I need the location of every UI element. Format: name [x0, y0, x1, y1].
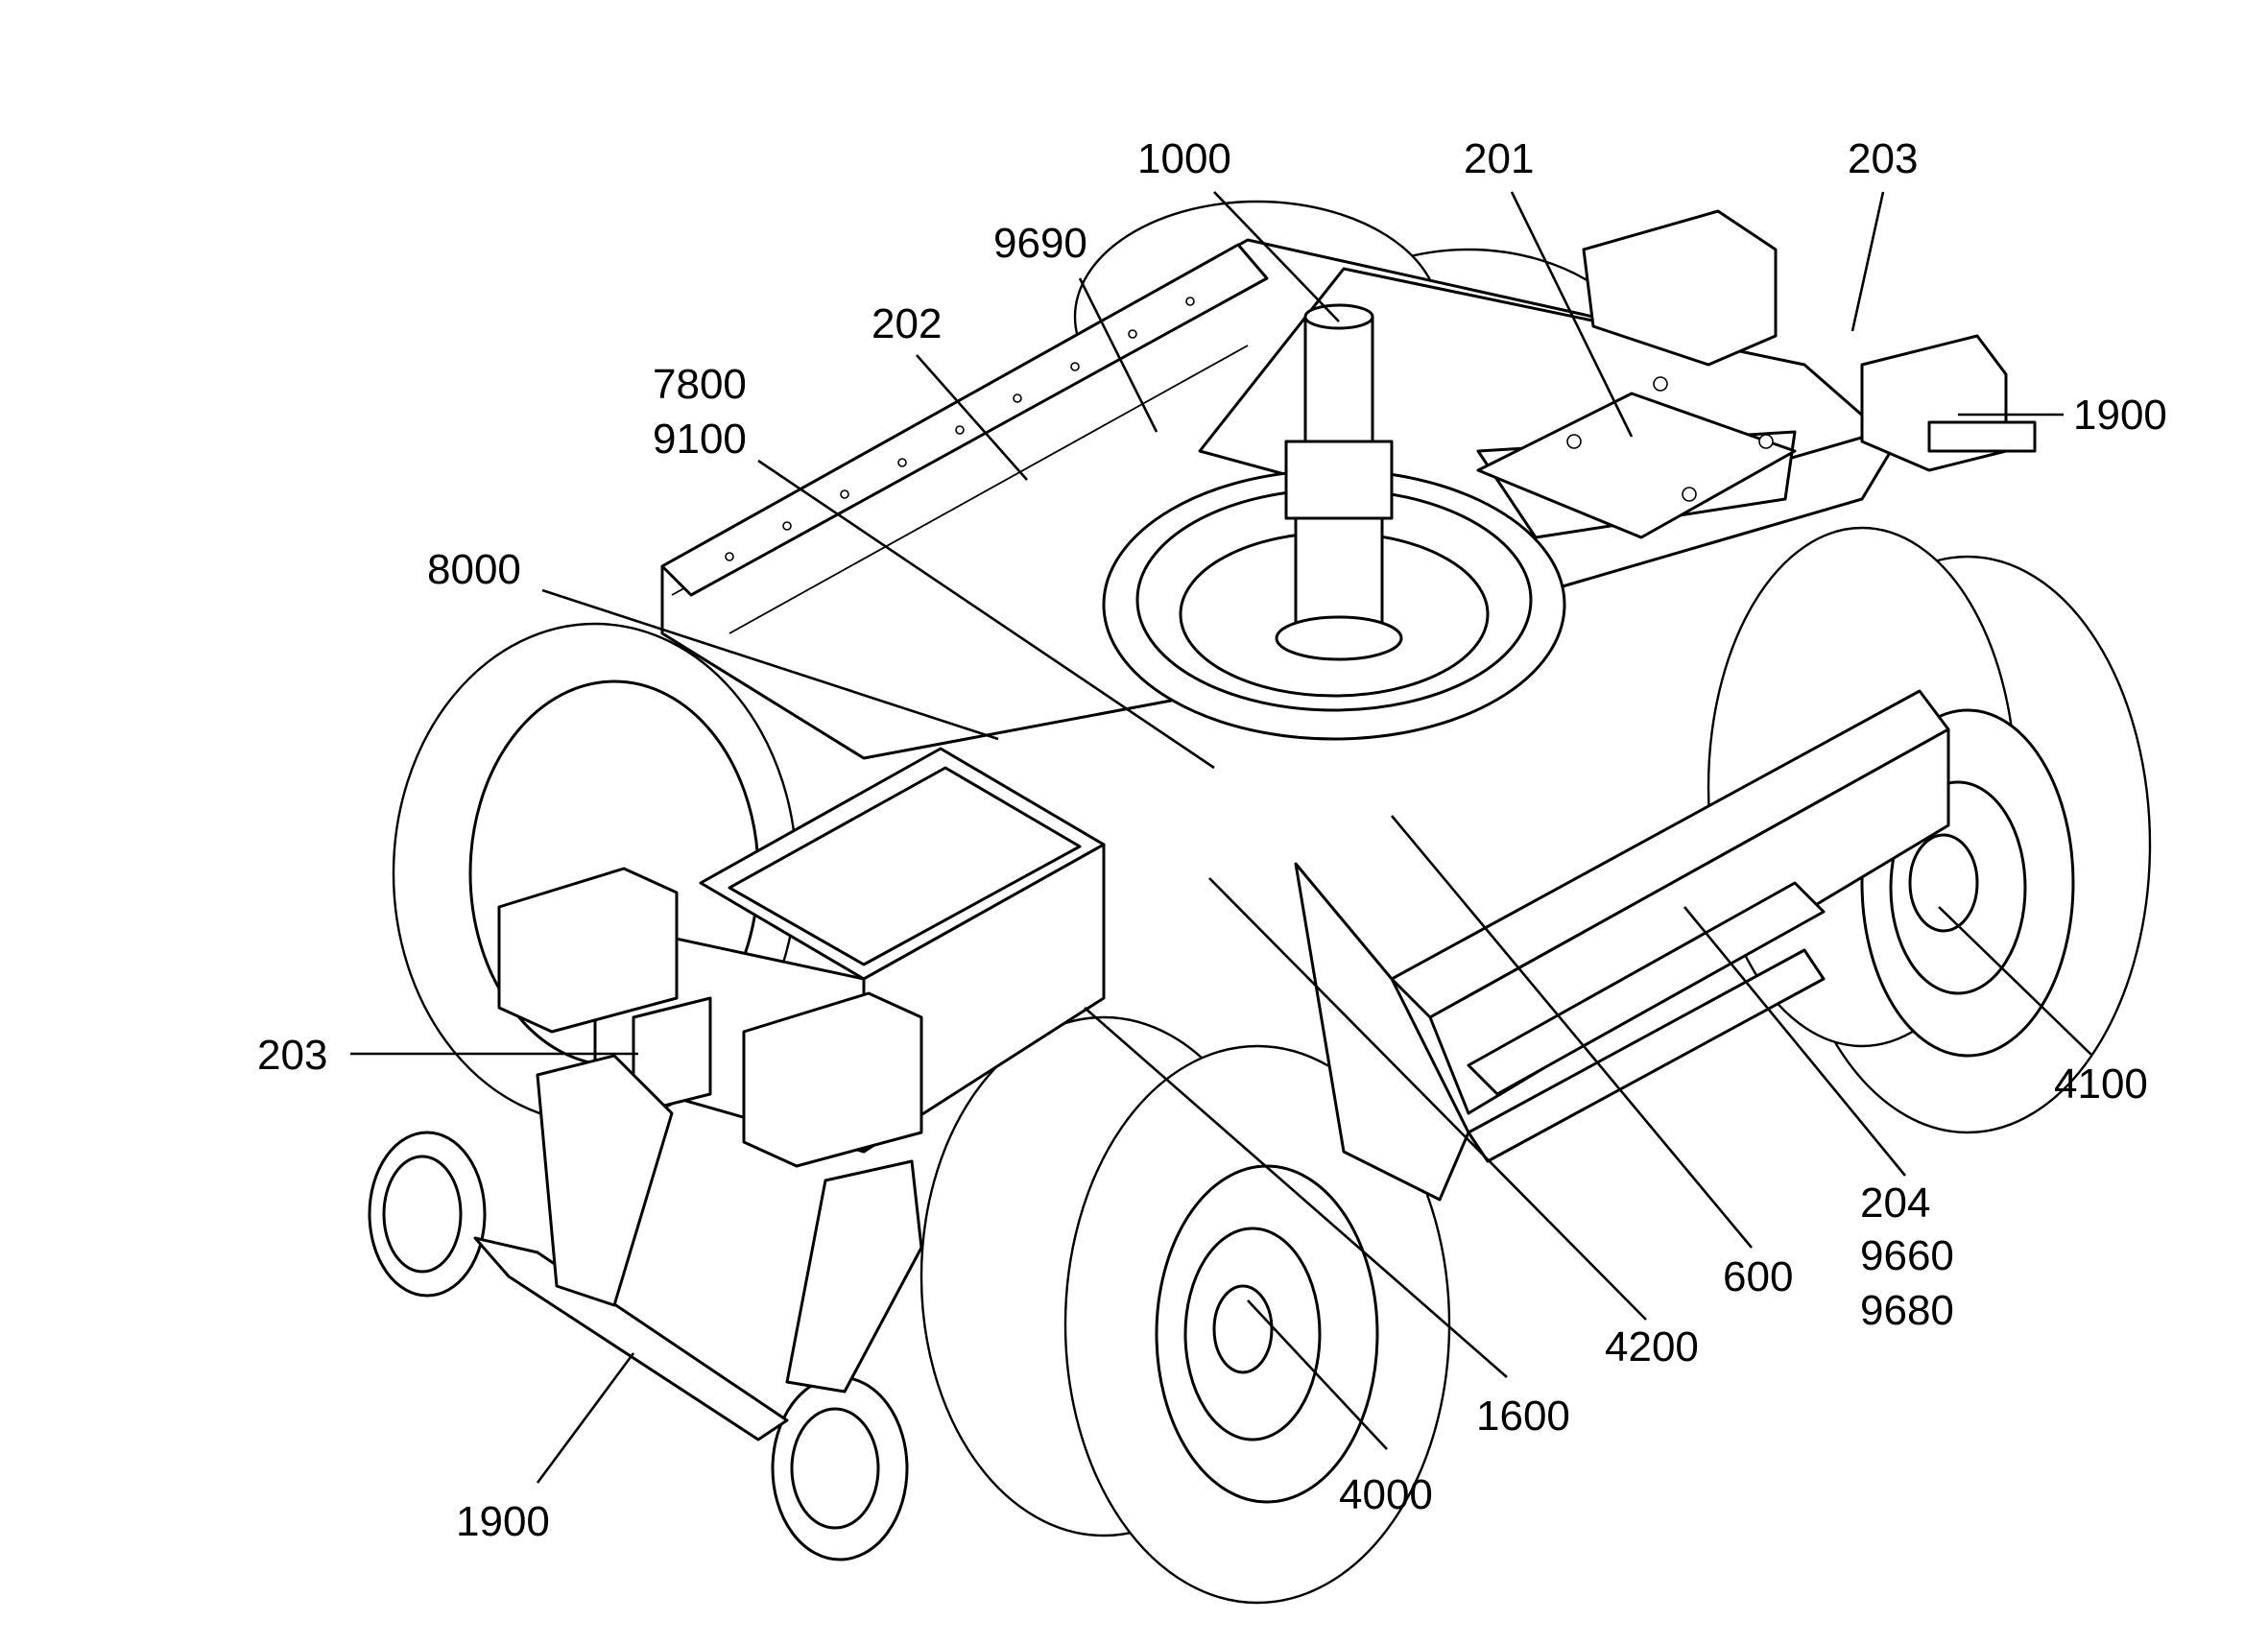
- label-4200: 4200: [1605, 1323, 1699, 1370]
- label-9690: 9690: [993, 220, 1087, 267]
- leader-lines: [350, 191, 2093, 1484]
- rear-rail-bracket: [1582, 209, 2037, 472]
- leader-9690: [1078, 277, 1158, 433]
- front-left-brackets: [497, 867, 923, 1168]
- top-plate-201: [1476, 376, 1797, 539]
- leader-8000: [541, 588, 999, 741]
- leader-7800-9100: [757, 459, 1215, 770]
- label-1000: 1000: [1137, 135, 1231, 182]
- label-9660: 9660: [1860, 1232, 1954, 1279]
- front-wheel-4000: [919, 1015, 1451, 1605]
- leader-204: [1683, 906, 1907, 1177]
- label-7800: 7800: [653, 361, 747, 408]
- label-9680: 9680: [1860, 1287, 1954, 1334]
- leader-600: [1391, 815, 1753, 1249]
- label-201: 201: [1464, 135, 1534, 182]
- label-203-left: 203: [257, 1032, 327, 1079]
- central-column: [1275, 303, 1403, 661]
- label-1900-left: 1900: [456, 1498, 550, 1545]
- machine-drawing: [368, 200, 2152, 1605]
- leader-1600: [1084, 1007, 1508, 1378]
- label-1600: 1600: [1476, 1393, 1570, 1440]
- left-walkway: [660, 243, 1269, 597]
- label-600: 600: [1723, 1253, 1793, 1300]
- label-4000: 4000: [1339, 1471, 1433, 1518]
- label-204: 204: [1860, 1179, 1930, 1227]
- leader-4100: [1938, 906, 2093, 1057]
- front-rail-wheels: [368, 1054, 923, 1561]
- leader-202: [916, 354, 1028, 481]
- label-1900-right: 1900: [2073, 392, 2167, 439]
- part-labels: 1000 201 203 9690 202 7800 9100 1900 800…: [257, 135, 2167, 1545]
- label-9100: 9100: [653, 416, 747, 463]
- leader-203-top: [1850, 191, 1885, 332]
- label-203-top: 203: [1848, 135, 1918, 182]
- leader-1000: [1213, 191, 1340, 322]
- leader-4200: [1208, 877, 1647, 1321]
- leader-4000: [1247, 1299, 1388, 1450]
- label-202: 202: [871, 300, 942, 347]
- label-8000: 8000: [427, 546, 521, 593]
- label-4100: 4100: [2054, 1060, 2148, 1108]
- leader-201: [1510, 191, 1634, 438]
- leader-1900-left: [536, 1352, 635, 1484]
